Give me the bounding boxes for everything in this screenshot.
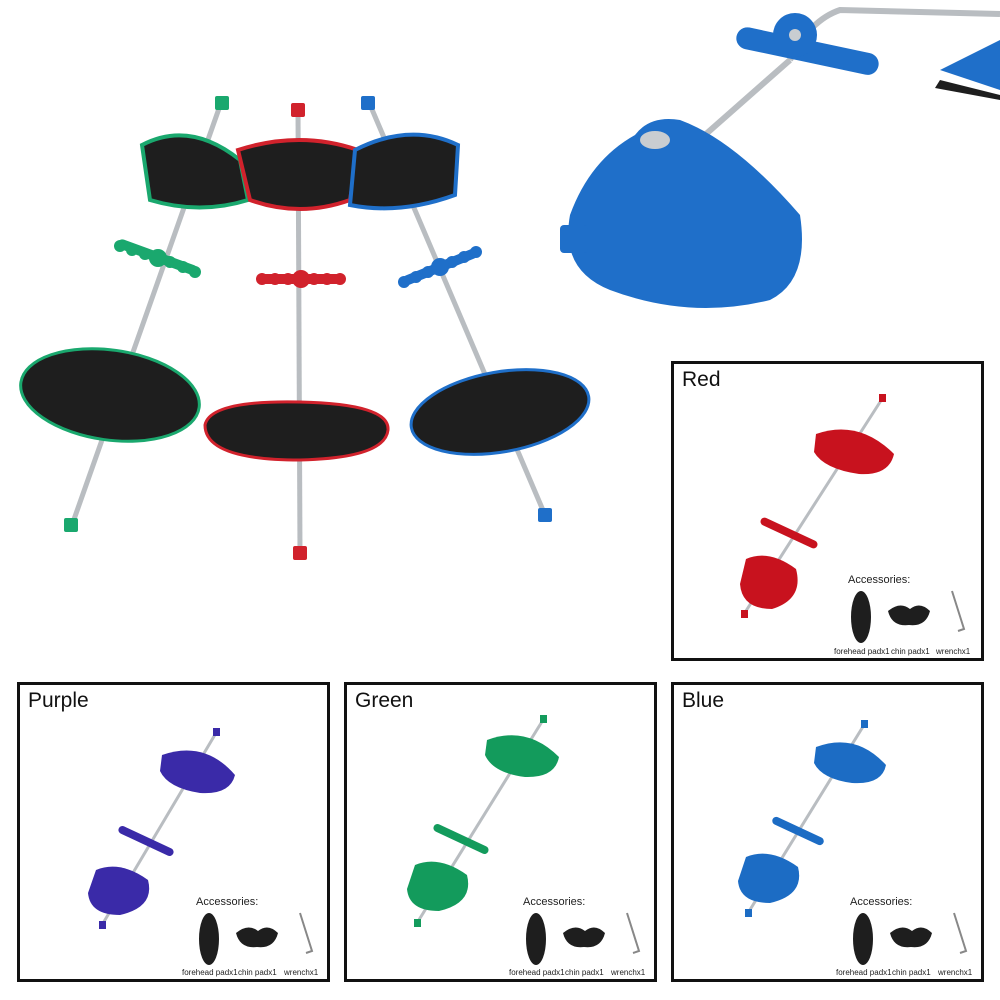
chin-pad-caption: chin padx1 (891, 647, 930, 656)
chin-pad-caption: chin padx1 (238, 968, 277, 977)
wrench-caption: wrenchx1 (936, 647, 971, 656)
green-facemask (19, 96, 251, 532)
red-facemask (203, 103, 390, 560)
chin-pad-caption: chin padx1 (565, 968, 604, 977)
chin-pad-icon (236, 927, 278, 948)
chin-pad-icon (888, 605, 930, 626)
accessory-icons (851, 590, 966, 643)
facemask-illustration (407, 715, 559, 927)
forehead-pad-icon (853, 913, 873, 965)
accessories-title: Accessories: (523, 896, 586, 908)
wrench-caption: wrenchx1 (938, 968, 973, 977)
wrench-caption: wrenchx1 (611, 968, 646, 977)
facemask-group-illustration (19, 96, 591, 560)
accessories-title: Accessories: (848, 574, 911, 586)
wrench-icon (626, 912, 641, 954)
chin-pad-icon (563, 927, 605, 948)
chin-pad-caption: chin padx1 (892, 968, 931, 977)
forehead-pad-icon (199, 913, 219, 965)
forehead-pad-caption: forehead padx1 (834, 647, 890, 656)
variant-panel-purple: Purple Accessories: forehead padx1 chin … (17, 682, 330, 982)
wrench-icon (951, 590, 966, 632)
accessory-icons (526, 912, 641, 965)
accessories-title: Accessories: (196, 896, 259, 908)
facemask-illustration (88, 728, 235, 929)
panel-label: Red (682, 368, 721, 391)
accessories-title: Accessories: (850, 896, 913, 908)
accessory-icons (853, 912, 968, 965)
forehead-pad-caption: forehead padx1 (836, 968, 892, 977)
wrench-caption: wrenchx1 (284, 968, 319, 977)
blue-facemask (347, 96, 591, 522)
chin-pad-icon (890, 927, 932, 948)
panel-label: Blue (682, 689, 725, 712)
variant-panel-green: Green Accessories: forehead padx1 chin p… (344, 682, 657, 982)
facemask-illustration (740, 394, 894, 618)
variant-panel-red: Red Accessories: forehead padx1 chin pad… (671, 361, 984, 661)
accessory-icons (199, 912, 314, 965)
wrench-icon (953, 912, 968, 954)
forehead-pad-caption: forehead padx1 (182, 968, 238, 977)
forehead-pad-caption: forehead padx1 (509, 968, 565, 977)
facemask-illustration (738, 720, 886, 917)
chin-cup-closeup (560, 6, 1000, 308)
panel-label: Purple (28, 689, 89, 712)
variant-panel-blue: Blue Accessories: forehead padx1 chin pa… (671, 682, 984, 982)
forehead-pad-icon (526, 913, 546, 965)
wrench-icon (299, 912, 314, 954)
forehead-pad-icon (851, 591, 871, 643)
panel-label: Green (355, 689, 414, 712)
